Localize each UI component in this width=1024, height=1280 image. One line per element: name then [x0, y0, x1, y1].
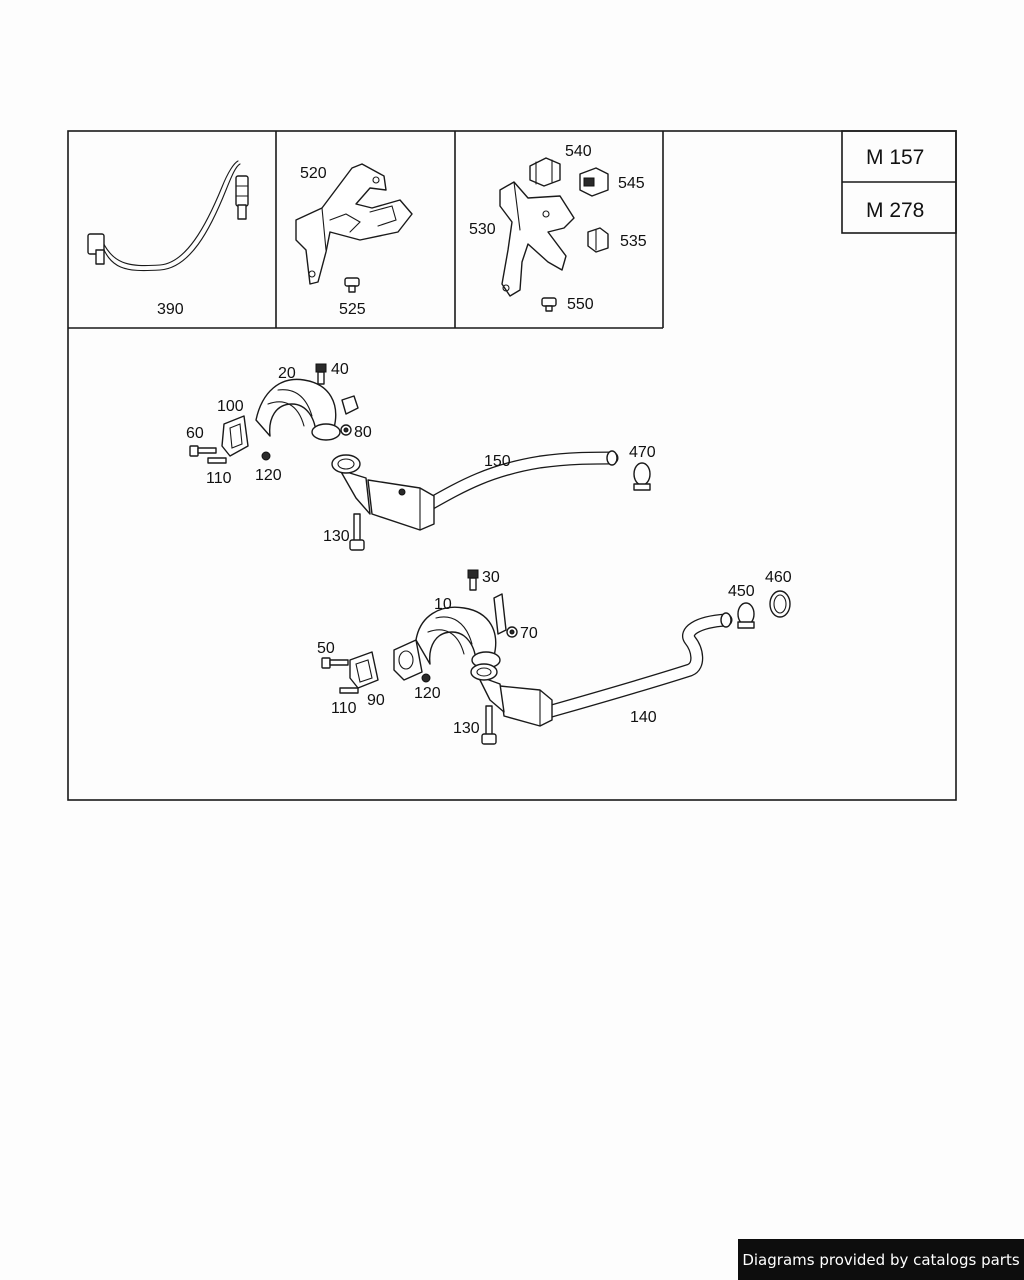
- bracket-520-drawing: [295, 163, 413, 285]
- callout-530: 530: [469, 221, 496, 238]
- stud-110-lower-drawing: [339, 687, 359, 694]
- callout-30: 30: [482, 569, 500, 586]
- callout-470: 470: [629, 444, 656, 461]
- callout-110-upper: 110: [206, 470, 232, 487]
- callout-390: 390: [157, 301, 184, 318]
- bolt-40-drawing: [315, 363, 327, 385]
- callout-50: 50: [317, 640, 335, 657]
- nut-120-lower-drawing: [421, 673, 431, 683]
- callout-110-lower: 110: [331, 700, 357, 717]
- callout-90: 90: [367, 692, 385, 709]
- callout-130-upper: 130: [323, 528, 350, 545]
- gasket-90-drawing: [349, 651, 379, 689]
- callout-10: 10: [434, 596, 452, 613]
- callout-120-lower: 120: [414, 685, 441, 702]
- bracket-530-drawing: [499, 181, 575, 297]
- callout-550: 550: [567, 296, 594, 313]
- callout-130-lower: 130: [453, 720, 480, 737]
- clip-545-drawing: [579, 167, 609, 197]
- callout-540: 540: [565, 143, 592, 160]
- callout-20: 20: [278, 365, 296, 382]
- engine-code-m157: M 157: [866, 146, 924, 169]
- engine-code-m278: M 278: [866, 199, 924, 222]
- gasket-100-drawing: [221, 415, 249, 457]
- bolt-550-drawing: [541, 297, 557, 312]
- callout-545: 545: [618, 175, 645, 192]
- nut-80-drawing: [340, 424, 352, 436]
- oxygen-sensor-drawing: [87, 160, 249, 272]
- catalytic-converter-150-drawing: [331, 450, 619, 531]
- callout-100: 100: [217, 398, 244, 415]
- callout-140: 140: [630, 709, 657, 726]
- credit-badge: Diagrams provided by catalogs parts: [738, 1239, 1024, 1280]
- callout-70: 70: [520, 625, 538, 642]
- callout-40: 40: [331, 361, 349, 378]
- bolt-60-drawing: [189, 445, 217, 457]
- callout-60: 60: [186, 425, 204, 442]
- stud-110-upper-drawing: [207, 457, 227, 464]
- bolt-525-drawing: [344, 277, 360, 293]
- diagram-frame: [67, 130, 957, 801]
- clamp-450-drawing: [737, 602, 755, 629]
- bolt-130-lower-drawing: [481, 705, 497, 745]
- callout-450: 450: [728, 583, 755, 600]
- callout-535: 535: [620, 233, 647, 250]
- engine-code-box: M 157 M 278: [841, 130, 957, 234]
- callout-520: 520: [300, 165, 327, 182]
- clamp-470-drawing: [633, 462, 651, 491]
- catalytic-converter-140-drawing: [470, 612, 733, 727]
- callout-525: 525: [339, 301, 366, 318]
- bolt-130-upper-drawing: [349, 513, 365, 551]
- callout-120-upper: 120: [255, 467, 282, 484]
- exhaust-manifold-20-drawing: [255, 378, 359, 441]
- callout-80: 80: [354, 424, 372, 441]
- callout-150: 150: [484, 453, 511, 470]
- nut-70-drawing: [506, 626, 518, 638]
- clip-540-drawing: [529, 157, 561, 187]
- clamp-460-drawing: [769, 590, 791, 618]
- nut-120-upper-drawing: [261, 451, 271, 461]
- bolt-50-drawing: [321, 657, 349, 669]
- callout-460: 460: [765, 569, 792, 586]
- bolt-30-drawing: [467, 569, 479, 591]
- credit-text: Diagrams provided by catalogs parts: [742, 1250, 1020, 1269]
- clip-535-drawing: [587, 227, 609, 253]
